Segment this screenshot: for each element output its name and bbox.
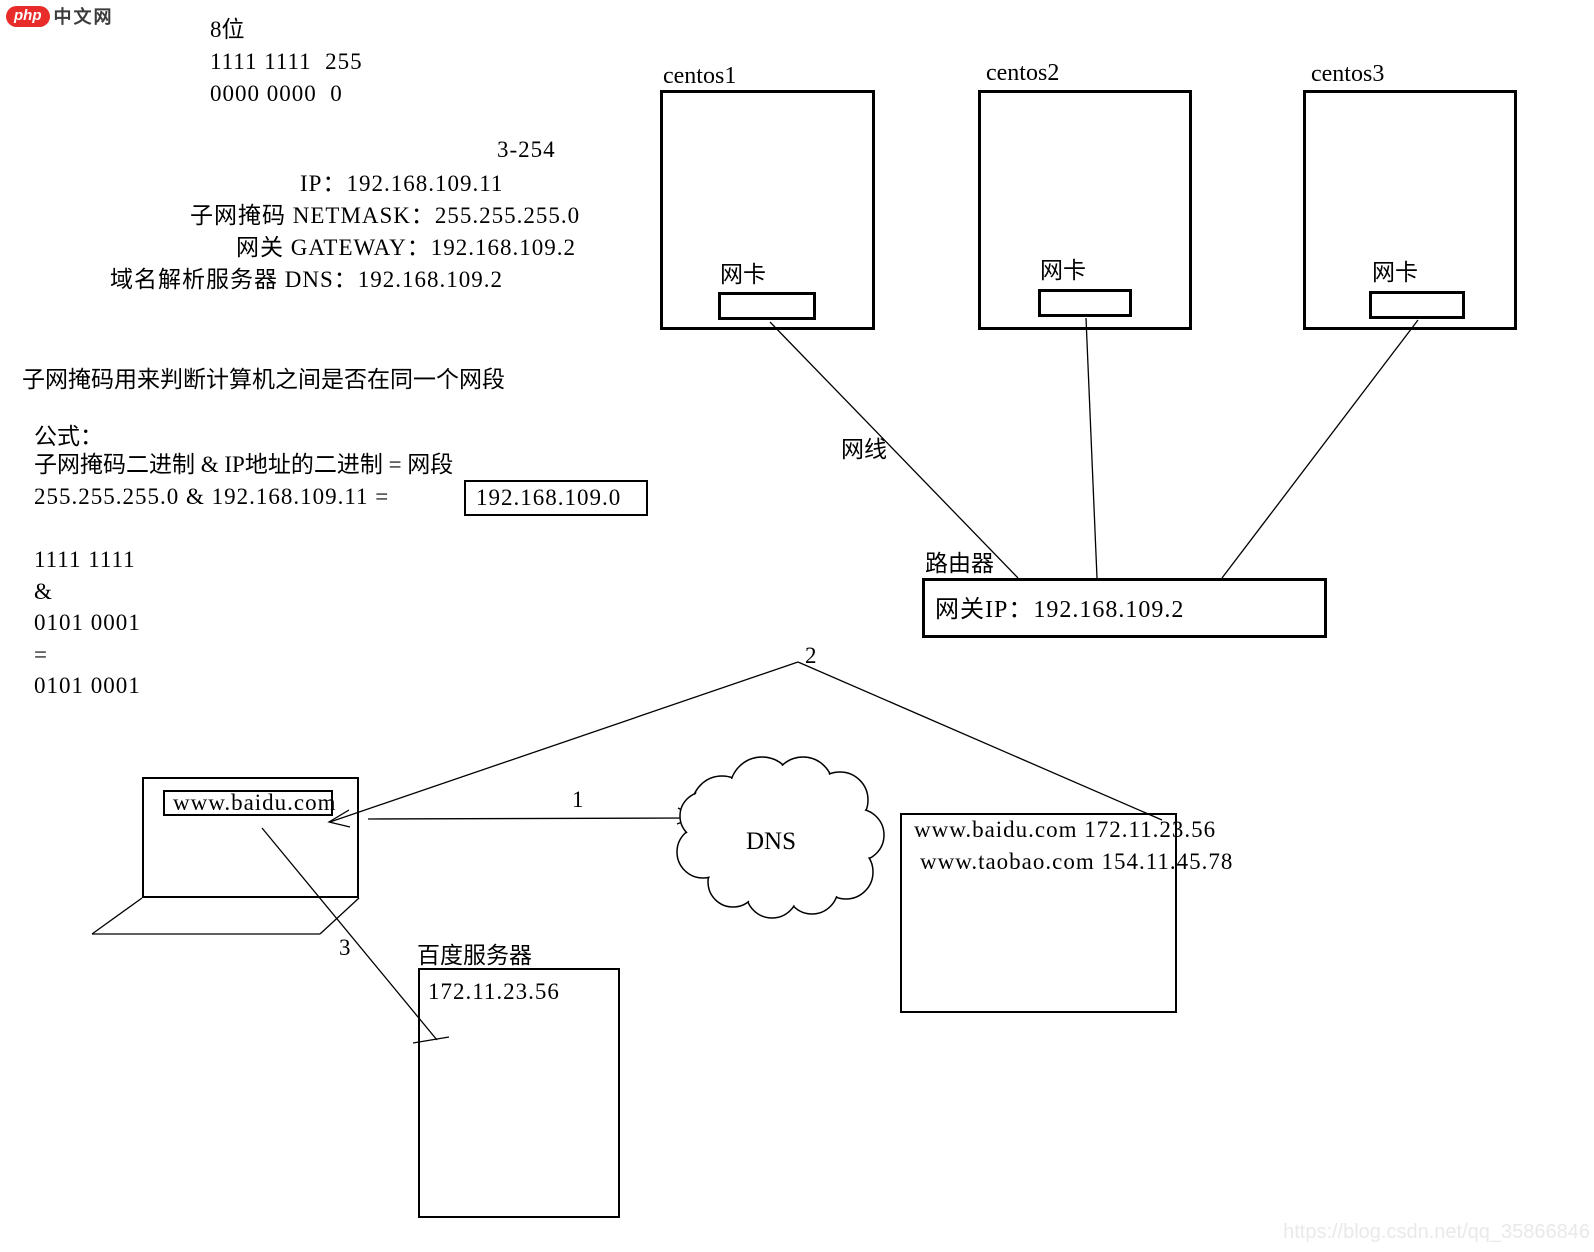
- dns-record-taobao: www.taobao.com 154.11.45.78: [920, 849, 1234, 874]
- dns-cloud-icon: [676, 756, 885, 919]
- step-3-label: 3: [339, 935, 351, 960]
- host-box-centos1: [660, 90, 875, 330]
- php-logo-text: 中文网: [53, 7, 114, 27]
- cable-centos3-router: [1221, 319, 1419, 579]
- nic-box-centos2: [1038, 289, 1132, 317]
- host-label-centos2: centos2: [986, 60, 1060, 86]
- router-box: 网关IP：192.168.109.2: [922, 578, 1327, 638]
- step1-line: [367, 817, 693, 820]
- nic-label-centos3: 网卡: [1372, 260, 1418, 285]
- laptop-address-text: www.baidu.com: [173, 790, 337, 815]
- note-bits: 8位: [210, 17, 245, 42]
- calc-line: 255.255.255.0 & 192.168.109.11 =: [34, 484, 390, 509]
- dns-record-baidu: www.baidu.com 172.11.23.56: [914, 817, 1217, 842]
- laptop-base-right: [319, 897, 360, 935]
- step2-line-left: [329, 661, 799, 823]
- step3-endtick: [412, 1036, 450, 1044]
- formula-line: 子网掩码二进制 & IP地址的二进制 = 网段: [34, 452, 454, 477]
- nic-box-centos3: [1369, 291, 1465, 319]
- note-dns: 域名解析服务器 DNS：192.168.109.2: [110, 267, 504, 292]
- cable-centos2-router: [1085, 317, 1098, 579]
- step2-line-right: [797, 661, 1163, 821]
- nic-box-centos1: [718, 292, 816, 320]
- router-gateway-text: 网关IP：192.168.109.2: [935, 597, 1185, 623]
- host-box-centos3: [1303, 90, 1517, 330]
- note-netmask: 子网掩码 NETMASK：255.255.255.0: [190, 203, 581, 228]
- bin-amp: &: [34, 579, 52, 604]
- host-label-centos3: centos3: [1311, 61, 1385, 87]
- note-ip: IP：192.168.109.11: [300, 171, 504, 196]
- baidu-server-ip: 172.11.23.56: [428, 979, 560, 1004]
- note-gateway: 网关 GATEWAY：192.168.109.2: [236, 235, 577, 260]
- note-mask-ones: 1111 1111 255: [210, 49, 363, 74]
- bin-line2: 0101 0001: [34, 610, 141, 635]
- host-box-centos2: [978, 90, 1192, 330]
- cable-centos1-router: [769, 321, 1019, 579]
- cable-label: 网线: [841, 437, 887, 462]
- bin-line1: 1111 1111: [34, 547, 136, 572]
- dns-cloud-label: DNS: [746, 828, 797, 855]
- formula-title: 公式：: [34, 424, 103, 449]
- host-label-centos1: centos1: [663, 63, 737, 89]
- calc-result-box: 192.168.109.0: [464, 480, 648, 516]
- note-host-range: 3-254: [497, 137, 556, 162]
- nic-label-centos2: 网卡: [1040, 258, 1086, 283]
- step-1-label: 1: [572, 787, 584, 812]
- baidu-server-label: 百度服务器: [417, 943, 532, 968]
- calc-result: 192.168.109.0: [476, 485, 622, 510]
- step2-arrowhead: [327, 809, 351, 828]
- dns-records-box: [900, 813, 1177, 1013]
- nic-label-centos1: 网卡: [720, 262, 766, 287]
- baidu-server-box: 172.11.23.56: [418, 968, 620, 1218]
- bin-eq: =: [34, 642, 47, 667]
- laptop-screen: [142, 777, 359, 898]
- laptop-base-left: [91, 897, 143, 935]
- php-cn-logo: php 中文网: [6, 3, 114, 29]
- php-logo-badge: php: [6, 5, 50, 27]
- note-mask-zeros: 0000 0000 0: [210, 81, 343, 106]
- csdn-watermark: https://blog.csdn.net/qq_35866846: [1283, 1221, 1590, 1243]
- subnet-note: 子网掩码用来判断计算机之间是否在同一个网段: [22, 367, 505, 392]
- step3-line: [261, 827, 438, 1041]
- step-2-label: 2: [805, 643, 817, 668]
- bin-result: 0101 0001: [34, 673, 141, 698]
- laptop-address-bar: www.baidu.com: [163, 790, 337, 816]
- router-label: 路由器: [925, 551, 994, 576]
